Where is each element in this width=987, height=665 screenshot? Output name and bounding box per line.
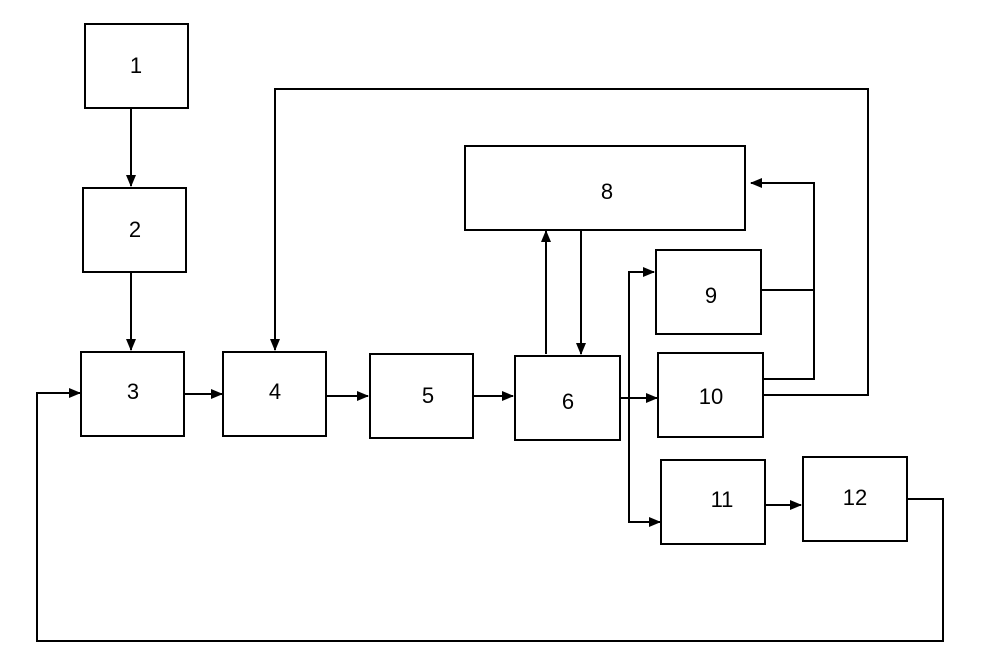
wire-6-to-9 [629, 272, 654, 398]
block-11: 11 [661, 460, 765, 544]
block-1-label: 1 [130, 53, 142, 78]
block-9-label: 9 [705, 283, 717, 308]
block-5-label: 5 [422, 383, 434, 408]
block-10: 10 [658, 353, 763, 437]
block-9: 9 [656, 250, 761, 334]
wire-10-to-4 [275, 89, 868, 395]
block-8: 8 [465, 146, 745, 230]
block-1: 1 [85, 24, 188, 108]
wire-10-to-8 [763, 290, 814, 379]
wire-6-to-11 [629, 398, 660, 522]
block-6: 6 [515, 356, 620, 440]
block-8-label: 8 [601, 179, 613, 204]
block-12: 12 [803, 457, 907, 541]
block-11-label: 11 [711, 487, 734, 512]
block-10-label: 10 [699, 384, 723, 409]
block-4: 4 [223, 352, 326, 436]
block-2: 2 [83, 188, 186, 272]
block-5: 5 [370, 354, 473, 438]
block-12-label: 12 [843, 485, 867, 510]
block-2-label: 2 [129, 217, 141, 242]
block-4-label: 4 [269, 379, 281, 404]
block-3-label: 3 [127, 379, 139, 404]
block-6-label: 6 [562, 389, 574, 414]
block-3: 3 [81, 352, 184, 436]
